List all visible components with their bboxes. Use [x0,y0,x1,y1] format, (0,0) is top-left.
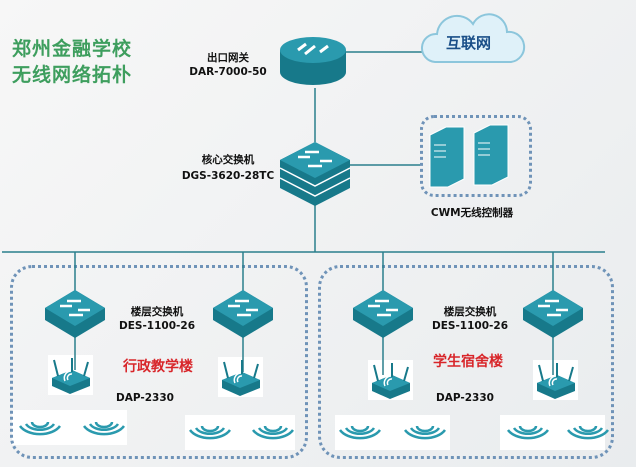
core-switch-model: DGS-3620-28TC [181,170,275,182]
access-point-icon [221,359,261,397]
floor-switch-name: 楼层交换机 [130,306,184,318]
server-icon [429,124,509,188]
ap-model: DAP-2330 [436,392,494,404]
access-point-icon [51,357,91,395]
gateway-model: DAR-7000-50 [189,66,267,78]
building-name: 学生宿舍楼 [433,354,503,370]
ap-model: DAP-2330 [116,392,174,404]
floor-switch-icon [521,288,585,340]
floor-switch-icon [351,288,415,340]
wifi-signal-icon [338,424,382,440]
building-name: 行政教学楼 [123,359,193,375]
gateway-name: 出口网关 [207,52,249,64]
building-group-dorm [318,265,614,459]
floor-switch-icon [211,288,275,340]
wifi-signal-icon [506,424,550,440]
core-switch-name: 核心交换机 [201,154,255,166]
wifi-signal-icon [251,424,295,440]
diagram-title-line2: 无线网络拓朴 [12,64,133,86]
wifi-signal-icon [82,420,126,436]
controller-label: CWM无线控制器 [430,207,514,219]
access-point-icon [536,362,576,400]
internet-label: 互联网 [446,34,492,52]
router-icon [280,37,346,85]
floor-switch-name: 楼层交换机 [443,306,497,318]
floor-switch-icon [43,288,107,340]
building-group-admin [10,265,308,459]
core-switch-icon [279,142,351,206]
wifi-signal-icon [566,424,610,440]
diagram-title-line1: 郑州金融学校 [12,38,133,60]
wifi-signal-icon [403,424,447,440]
floor-switch-model: DES-1100-26 [118,320,196,332]
controller-group [420,115,532,197]
cloud-icon [420,13,526,63]
access-point-icon [371,362,411,400]
wifi-signal-icon [18,420,62,436]
wifi-signal-icon [188,424,232,440]
floor-switch-model: DES-1100-26 [431,320,509,332]
